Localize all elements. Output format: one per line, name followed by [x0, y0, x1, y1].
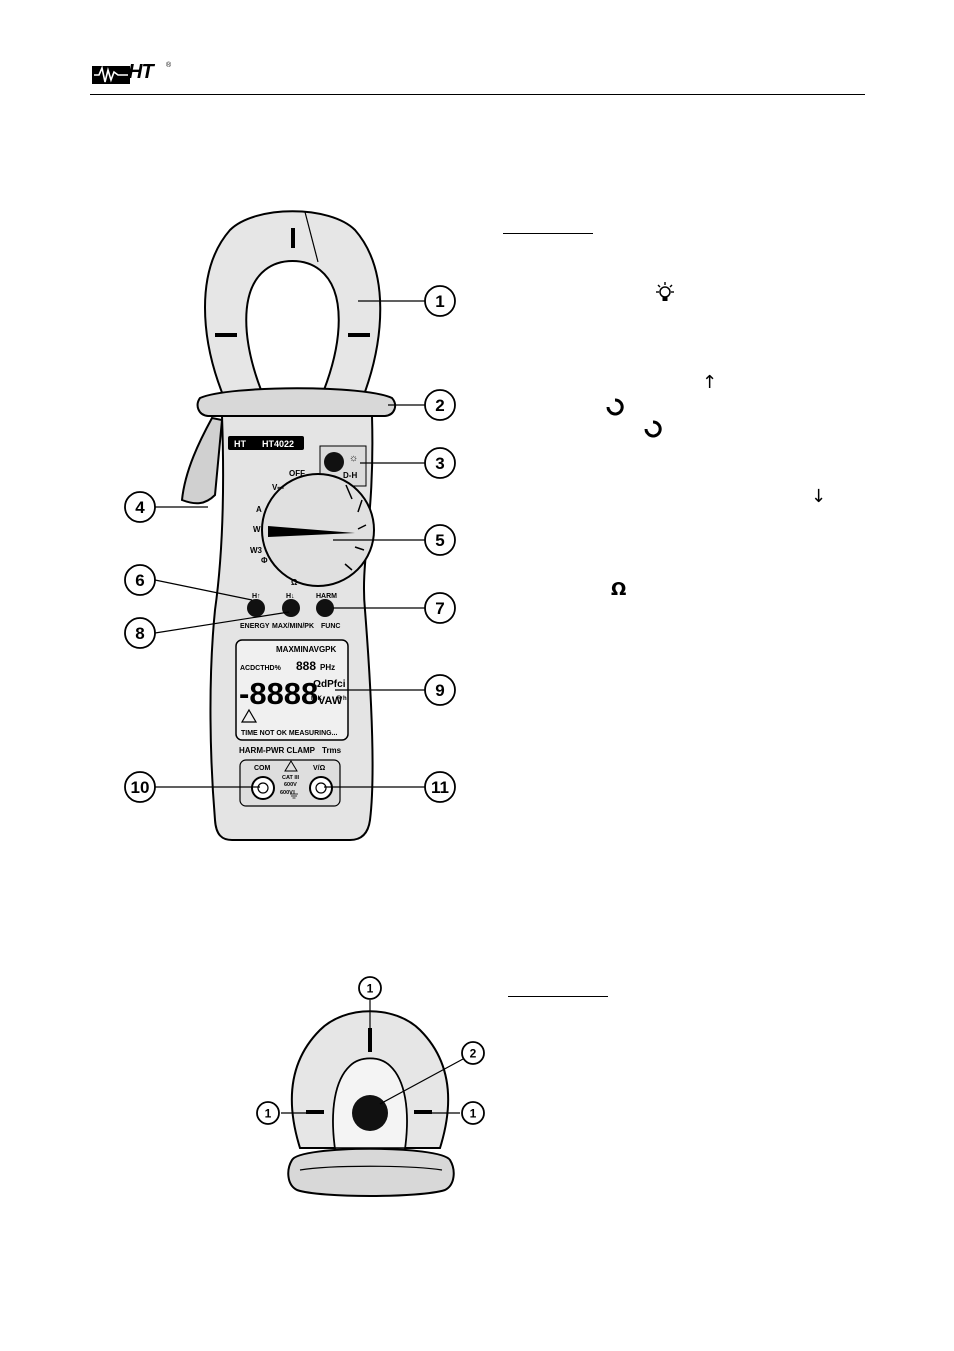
- rotation-icon: [606, 398, 624, 416]
- lcd-units-top: ΩdPfci: [313, 679, 346, 690]
- h-up-energy-button[interactable]: [247, 599, 265, 617]
- top-callout-circle-7: [424, 592, 456, 624]
- bottom-callout-number-4: 1: [470, 1106, 477, 1120]
- button-maxminpk-label: MAX/MIN/PK: [272, 623, 314, 630]
- rotation-icon-2: [644, 420, 662, 438]
- top-callout-number-9: 9: [435, 681, 444, 700]
- lcd-row1: MAXMINAVGPK: [276, 645, 337, 654]
- logo-text: HT: [128, 61, 154, 83]
- bottom-callout-circle-2: [461, 1041, 485, 1065]
- logo-registered: ®: [166, 62, 172, 69]
- dial-pointer: [268, 526, 355, 537]
- top-callout-circle-1: [424, 285, 456, 317]
- top-callout-number-1: 1: [435, 292, 444, 311]
- top-callout-number-5: 5: [435, 531, 444, 550]
- button-func-label: FUNC: [321, 623, 340, 630]
- up-arrow-symbol: ↑: [702, 372, 718, 393]
- top-callout-circle-10: [124, 771, 156, 803]
- model-label: HT4022: [262, 439, 294, 449]
- cat-label: CAT III: [282, 775, 299, 781]
- lcd-row2-digits: 888: [296, 659, 316, 673]
- backlight-bulb-icon: [656, 282, 674, 301]
- jaw-trigger: [180, 416, 224, 505]
- lcd-status: TIME NOT OK MEASURING...: [241, 730, 338, 737]
- top-callout-number-8: 8: [135, 624, 144, 643]
- bottom-callout-circle-4: [461, 1101, 485, 1125]
- v600-label: 600V: [284, 782, 297, 788]
- clamp-meter-diagram: HT HT4022 ☼ D-H OFF V⎓ A W W3 Φ Ω H↑ ENE…: [180, 210, 397, 841]
- brand-label: HT: [234, 439, 246, 449]
- lcd-warning-icon: [240, 708, 258, 723]
- lcd-units-bottom: VAW: [318, 695, 343, 707]
- dial-v: V⎓: [272, 483, 284, 492]
- top-callout-circle-8: [124, 617, 156, 649]
- omega-symbol: Ω: [611, 579, 627, 600]
- top-callout-number-4: 4: [135, 498, 145, 517]
- dial-off: OFF: [289, 469, 305, 478]
- top-callout-circle-9: [424, 674, 456, 706]
- bottom-callout-number-3: 1: [265, 1106, 272, 1120]
- top-callout-number-7: 7: [435, 599, 444, 618]
- down-arrow-symbol: ↓: [811, 486, 827, 507]
- top-callout-number-11: 11: [431, 778, 449, 797]
- clamp-jaws-diagram: [287, 1010, 455, 1197]
- top-callout-number-6: 6: [135, 571, 144, 590]
- top-callout-circle-2: [424, 389, 456, 421]
- harm-func-button[interactable]: [316, 599, 334, 617]
- ground-icon: [290, 790, 298, 799]
- dial-w: W: [253, 525, 261, 534]
- top-callout-number-3: 3: [435, 454, 444, 473]
- clamp-jaws: [204, 210, 382, 401]
- top-callout-number-10: 10: [131, 778, 150, 797]
- header-rule: [90, 94, 865, 95]
- top-callout-number-2: 2: [435, 396, 444, 415]
- com-label: COM: [254, 765, 271, 772]
- lcd-main-digits: -8888: [239, 676, 318, 711]
- top-callout-circle-4: [124, 491, 156, 523]
- com-terminal[interactable]: [251, 776, 275, 800]
- hold-backlight-button[interactable]: [324, 452, 344, 472]
- dial-phi: Φ: [261, 556, 268, 565]
- brand-line: HARM-PWR CLAMP: [239, 746, 316, 755]
- trms-label: Trms: [322, 746, 342, 755]
- dial-a: A: [256, 505, 262, 514]
- logo-wave-icon: [92, 65, 130, 84]
- bottom-callout-number-2: 2: [470, 1046, 477, 1060]
- rotary-switch[interactable]: [261, 473, 375, 587]
- lcd-row2-right: PHz: [320, 663, 335, 672]
- conductor-center: [352, 1095, 388, 1131]
- top-callout-circle-6: [124, 564, 156, 596]
- dial-ohm: Ω: [291, 578, 298, 587]
- button-h-down-label: H↓: [286, 593, 295, 600]
- top-callout-circle-5: [424, 524, 456, 556]
- button-harm-label: HARM: [316, 593, 337, 600]
- hand-guard-2: [287, 1147, 455, 1197]
- bottom-callout-number-1: 1: [367, 981, 374, 995]
- lcd-units-mk: M K: [311, 696, 323, 702]
- button-h-up-label: H↑: [252, 593, 261, 600]
- lcd-row2-left: ACDCTHD%: [240, 665, 282, 672]
- vohm-label: V/Ω: [313, 765, 326, 772]
- top-callout-circle-11: [424, 771, 456, 803]
- ht-logo: HT ®: [92, 60, 172, 88]
- terminal-warning-icon: [284, 760, 298, 772]
- button-energy-label: ENERGY: [240, 623, 270, 630]
- bottom-callout-circle-1: [358, 976, 382, 1000]
- section-heading-underline-bottom: [508, 996, 608, 997]
- vohm-terminal[interactable]: [309, 776, 333, 800]
- lcd-units-rh: R h: [337, 696, 347, 702]
- v600b-label: 600V: [280, 790, 293, 796]
- dial-w3: W3: [250, 546, 263, 555]
- top-callout-circle-3: [424, 447, 456, 479]
- hand-guard: [196, 387, 397, 417]
- bulb-icon: ☼: [349, 453, 358, 464]
- bottom-callout-circle-3: [256, 1101, 280, 1125]
- section-heading-underline-top: [503, 233, 593, 234]
- dh-label: D-H: [343, 471, 357, 480]
